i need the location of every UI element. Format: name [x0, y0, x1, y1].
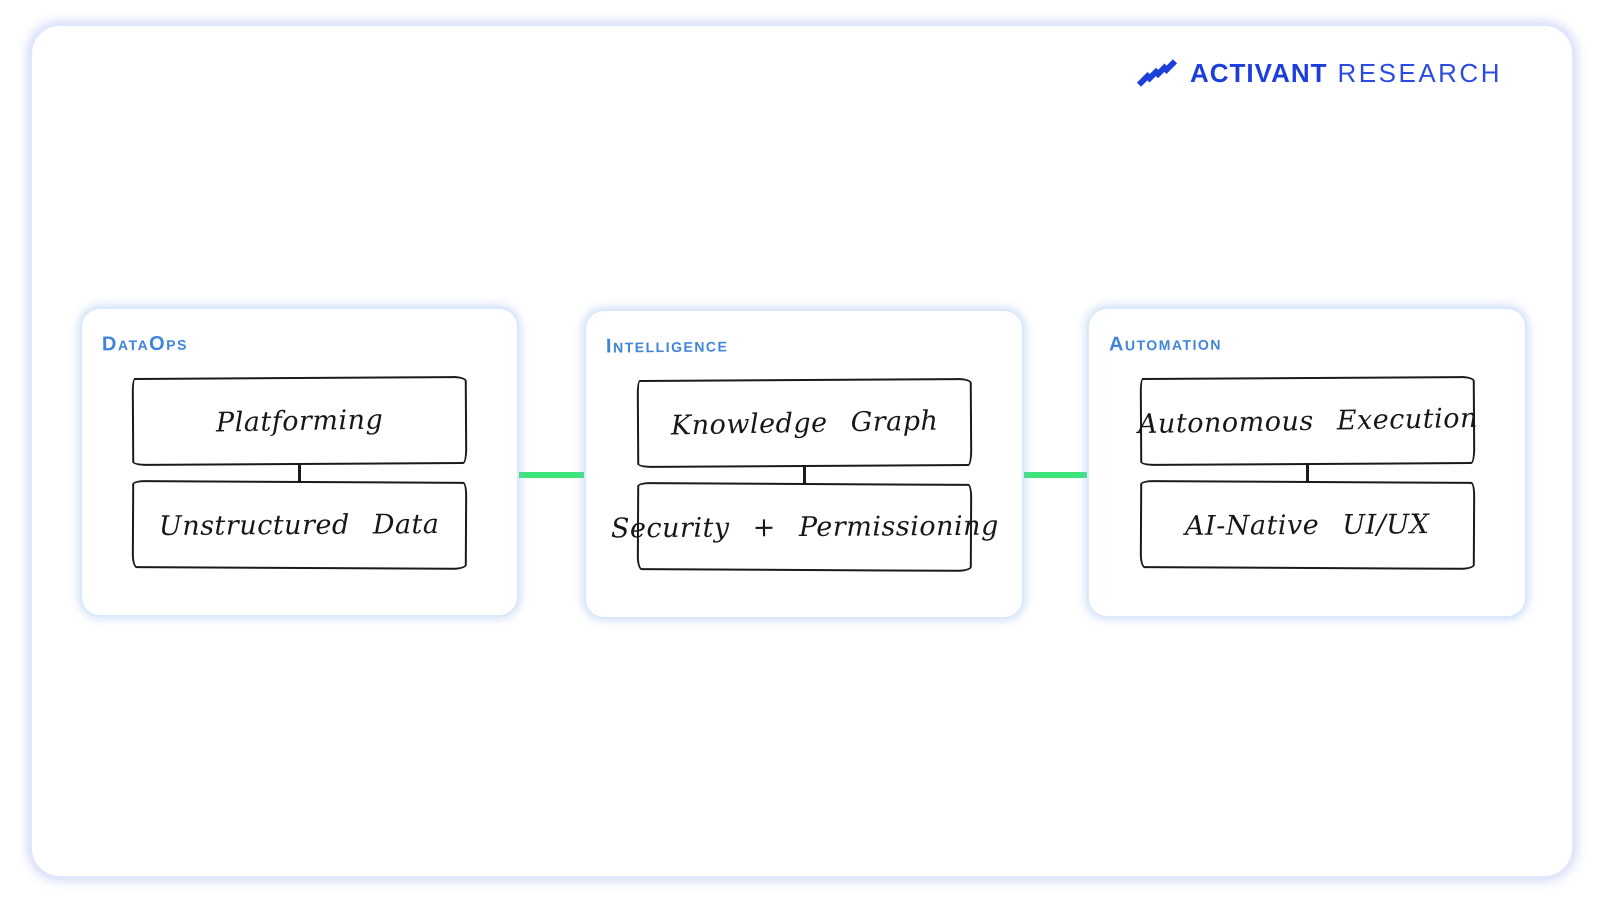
node-unstructured-data-label: Unstructured Data — [159, 508, 440, 542]
logo-suffix-text: RESEARCH — [1337, 57, 1502, 88]
card-intelligence-nodes: Knowledge Graph Security + Permissioning — [586, 377, 1022, 572]
node-autonomous-execution-label: Autonomous Execution — [1136, 402, 1478, 440]
node-link-line — [1305, 465, 1309, 481]
node-knowledge-graph-label: Knowledge Graph — [670, 405, 938, 441]
node-knowledge-graph: Knowledge Graph — [636, 377, 972, 469]
slide-canvas: ACTIVANT RESEARCH DataOps Platforming Un… — [30, 24, 1574, 878]
card-automation-label: Automation — [1108, 332, 1223, 356]
node-link-line — [298, 465, 301, 481]
node-ai-native-uiux: AI-Native UI/UX — [1139, 480, 1475, 570]
node-link-line — [802, 467, 806, 483]
connector-dataops-intelligence — [512, 472, 592, 478]
card-dataops-nodes: Platforming Unstructured Data — [82, 375, 517, 570]
node-ai-native-uiux-label: AI-Native UI/UX — [1184, 508, 1430, 542]
diagonal-stripes-icon — [1136, 59, 1178, 87]
node-platforming-label: Platforming — [215, 403, 384, 439]
card-automation: Automation Autonomous Execution AI-Nativ… — [1087, 307, 1527, 618]
connector-intelligence-automation — [1017, 472, 1095, 478]
card-intelligence: Intelligence Knowledge Graph Security + … — [584, 309, 1024, 619]
card-dataops-label: DataOps — [101, 332, 188, 356]
node-autonomous-execution: Autonomous Execution — [1136, 375, 1478, 467]
card-intelligence-label: Intelligence — [605, 334, 729, 358]
card-dataops: DataOps Platforming Unstructured Data — [80, 307, 519, 617]
logo-brand-text: ACTIVANT — [1190, 57, 1328, 88]
activant-research-logo: ACTIVANT RESEARCH — [1134, 54, 1502, 92]
node-security-permissioning-label: Security + Permissioning — [610, 510, 999, 544]
card-automation-nodes: Autonomous Execution AI-Native UI/UX — [1089, 375, 1525, 570]
node-unstructured-data: Unstructured Data — [131, 480, 468, 570]
node-platforming: Platforming — [131, 375, 468, 467]
node-security-permissioning: Security + Permissioning — [610, 482, 998, 572]
